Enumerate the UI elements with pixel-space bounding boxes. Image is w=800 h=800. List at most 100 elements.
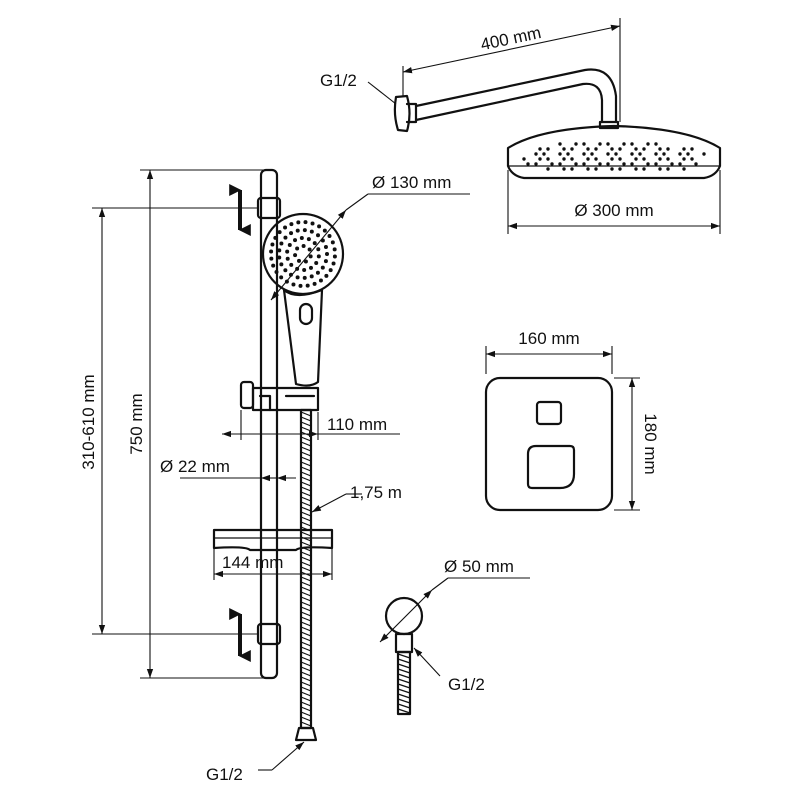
hose-coil-segment (300, 666, 312, 672)
rail-height-dimension: 750 mm (127, 169, 266, 679)
bracket-move-arrows-bottom (229, 608, 251, 662)
overhead-nozzle (594, 167, 598, 171)
rail-range-dimension: 310-610 mm (79, 207, 258, 635)
overhead-nozzles (522, 142, 706, 171)
overhead-nozzle (634, 167, 638, 171)
overhead-nozzle (634, 147, 638, 151)
overhead-nozzle (614, 152, 618, 156)
overhead-nozzle (526, 162, 530, 166)
overhead-diameter-dimension: Ø 300 mm (507, 170, 721, 234)
overhead-nozzle (610, 157, 614, 161)
handshower-holder (239, 380, 320, 412)
hose-coil-segment (300, 671, 312, 677)
hand-nozzle (317, 224, 322, 229)
outlet-coil-segment (397, 688, 411, 694)
hose-coil-segment (300, 621, 312, 627)
overhead-nozzle (654, 152, 658, 156)
overhead-nozzle (610, 167, 614, 171)
bracket-move-arrows-top (229, 184, 251, 236)
outlet-coil-segment (397, 658, 411, 664)
overhead-nozzle (622, 162, 626, 166)
overhead-nozzle (666, 147, 670, 151)
overhead-nozzle (586, 167, 590, 171)
hand-nozzle (310, 221, 315, 226)
hose-coil-segment (300, 721, 312, 727)
hand-nozzle (273, 235, 278, 240)
hand-nozzle (314, 261, 319, 266)
outlet-coil-segment (397, 678, 411, 684)
overhead-nozzle (690, 157, 694, 161)
overhead-nozzle (702, 152, 706, 156)
overhead-nozzle (582, 152, 586, 156)
hand-nozzle (270, 242, 275, 247)
overhead-nozzle (638, 152, 642, 156)
overhead-nozzle (618, 157, 622, 161)
hand-nozzle (285, 249, 290, 254)
overhead-nozzle (558, 142, 562, 146)
overhead-nozzle (694, 162, 698, 166)
hose-coil-segment (300, 701, 312, 707)
shelf-width-label: 144 mm (222, 553, 283, 572)
hose-coil-segment (300, 606, 312, 612)
hose-coil-segment (300, 426, 312, 432)
hose-coil-segment (300, 641, 312, 647)
hose-coil-segment (300, 566, 312, 572)
hand-nozzle (305, 283, 310, 288)
hose-coil-segment (300, 506, 312, 512)
hose-coil-segment (300, 661, 312, 667)
overhead-nozzle (618, 167, 622, 171)
hose-coil-segment (300, 586, 312, 592)
hose-coil-segment (300, 461, 312, 467)
overhead-nozzle (634, 157, 638, 161)
panel-width-dimension: 160 mm (485, 329, 613, 374)
hand-nozzle (271, 263, 276, 268)
hose-coil-segment (300, 476, 312, 482)
overhead-nozzle (598, 142, 602, 146)
outlet-diameter-label: Ø 50 mm (444, 557, 514, 576)
hose-coil-segment (300, 466, 312, 472)
hand-nozzle (295, 246, 300, 251)
overhead-nozzle (574, 142, 578, 146)
hose-length-label: 1,75 m (350, 483, 402, 502)
hose-coil-segment (300, 501, 312, 507)
outlet-coil-segment (397, 653, 411, 659)
overhead-nozzle (538, 157, 542, 161)
hand-nozzle (277, 248, 282, 253)
overhead-nozzle (574, 162, 578, 166)
overhead-nozzle (558, 162, 562, 166)
overhead-nozzle (606, 142, 610, 146)
hose-length-callout: 1,75 m (311, 483, 402, 513)
hand-nozzle (323, 244, 328, 249)
overhead-nozzle (658, 147, 662, 151)
overhead-nozzle (582, 142, 586, 146)
overhead-shower-arm (393, 68, 620, 133)
top-connection-callout: G1/2 (320, 71, 397, 105)
hand-nozzle (324, 252, 329, 257)
mixer-panel (484, 376, 614, 512)
hand-shower (261, 212, 345, 387)
hand-nozzle (299, 236, 304, 241)
shelf (212, 528, 334, 552)
hand-nozzle (302, 275, 307, 280)
overhead-nozzle (658, 157, 662, 161)
hose-coil-segment (300, 416, 312, 422)
holder-offset-dimension: 110 mm (222, 410, 400, 440)
hand-nozzle (303, 220, 308, 225)
hose-coil-segment (300, 551, 312, 557)
hose-coil-segment (300, 421, 312, 427)
overhead-nozzle (546, 157, 550, 161)
overhead-nozzle (646, 142, 650, 146)
outlet-coil-segment (397, 673, 411, 679)
hose-coil-segment (300, 446, 312, 452)
hand-nozzle (320, 265, 325, 270)
hose-coil-segment (300, 521, 312, 527)
hand-nozzle (279, 241, 284, 246)
hose-coil-segment (300, 676, 312, 682)
outlet-coil-segment (397, 683, 411, 689)
hose-coil-segment (300, 611, 312, 617)
overhead-nozzle (630, 142, 634, 146)
hand-nozzle (289, 231, 294, 236)
outlet-coil-segment (397, 708, 411, 714)
overhead-nozzle (642, 167, 646, 171)
